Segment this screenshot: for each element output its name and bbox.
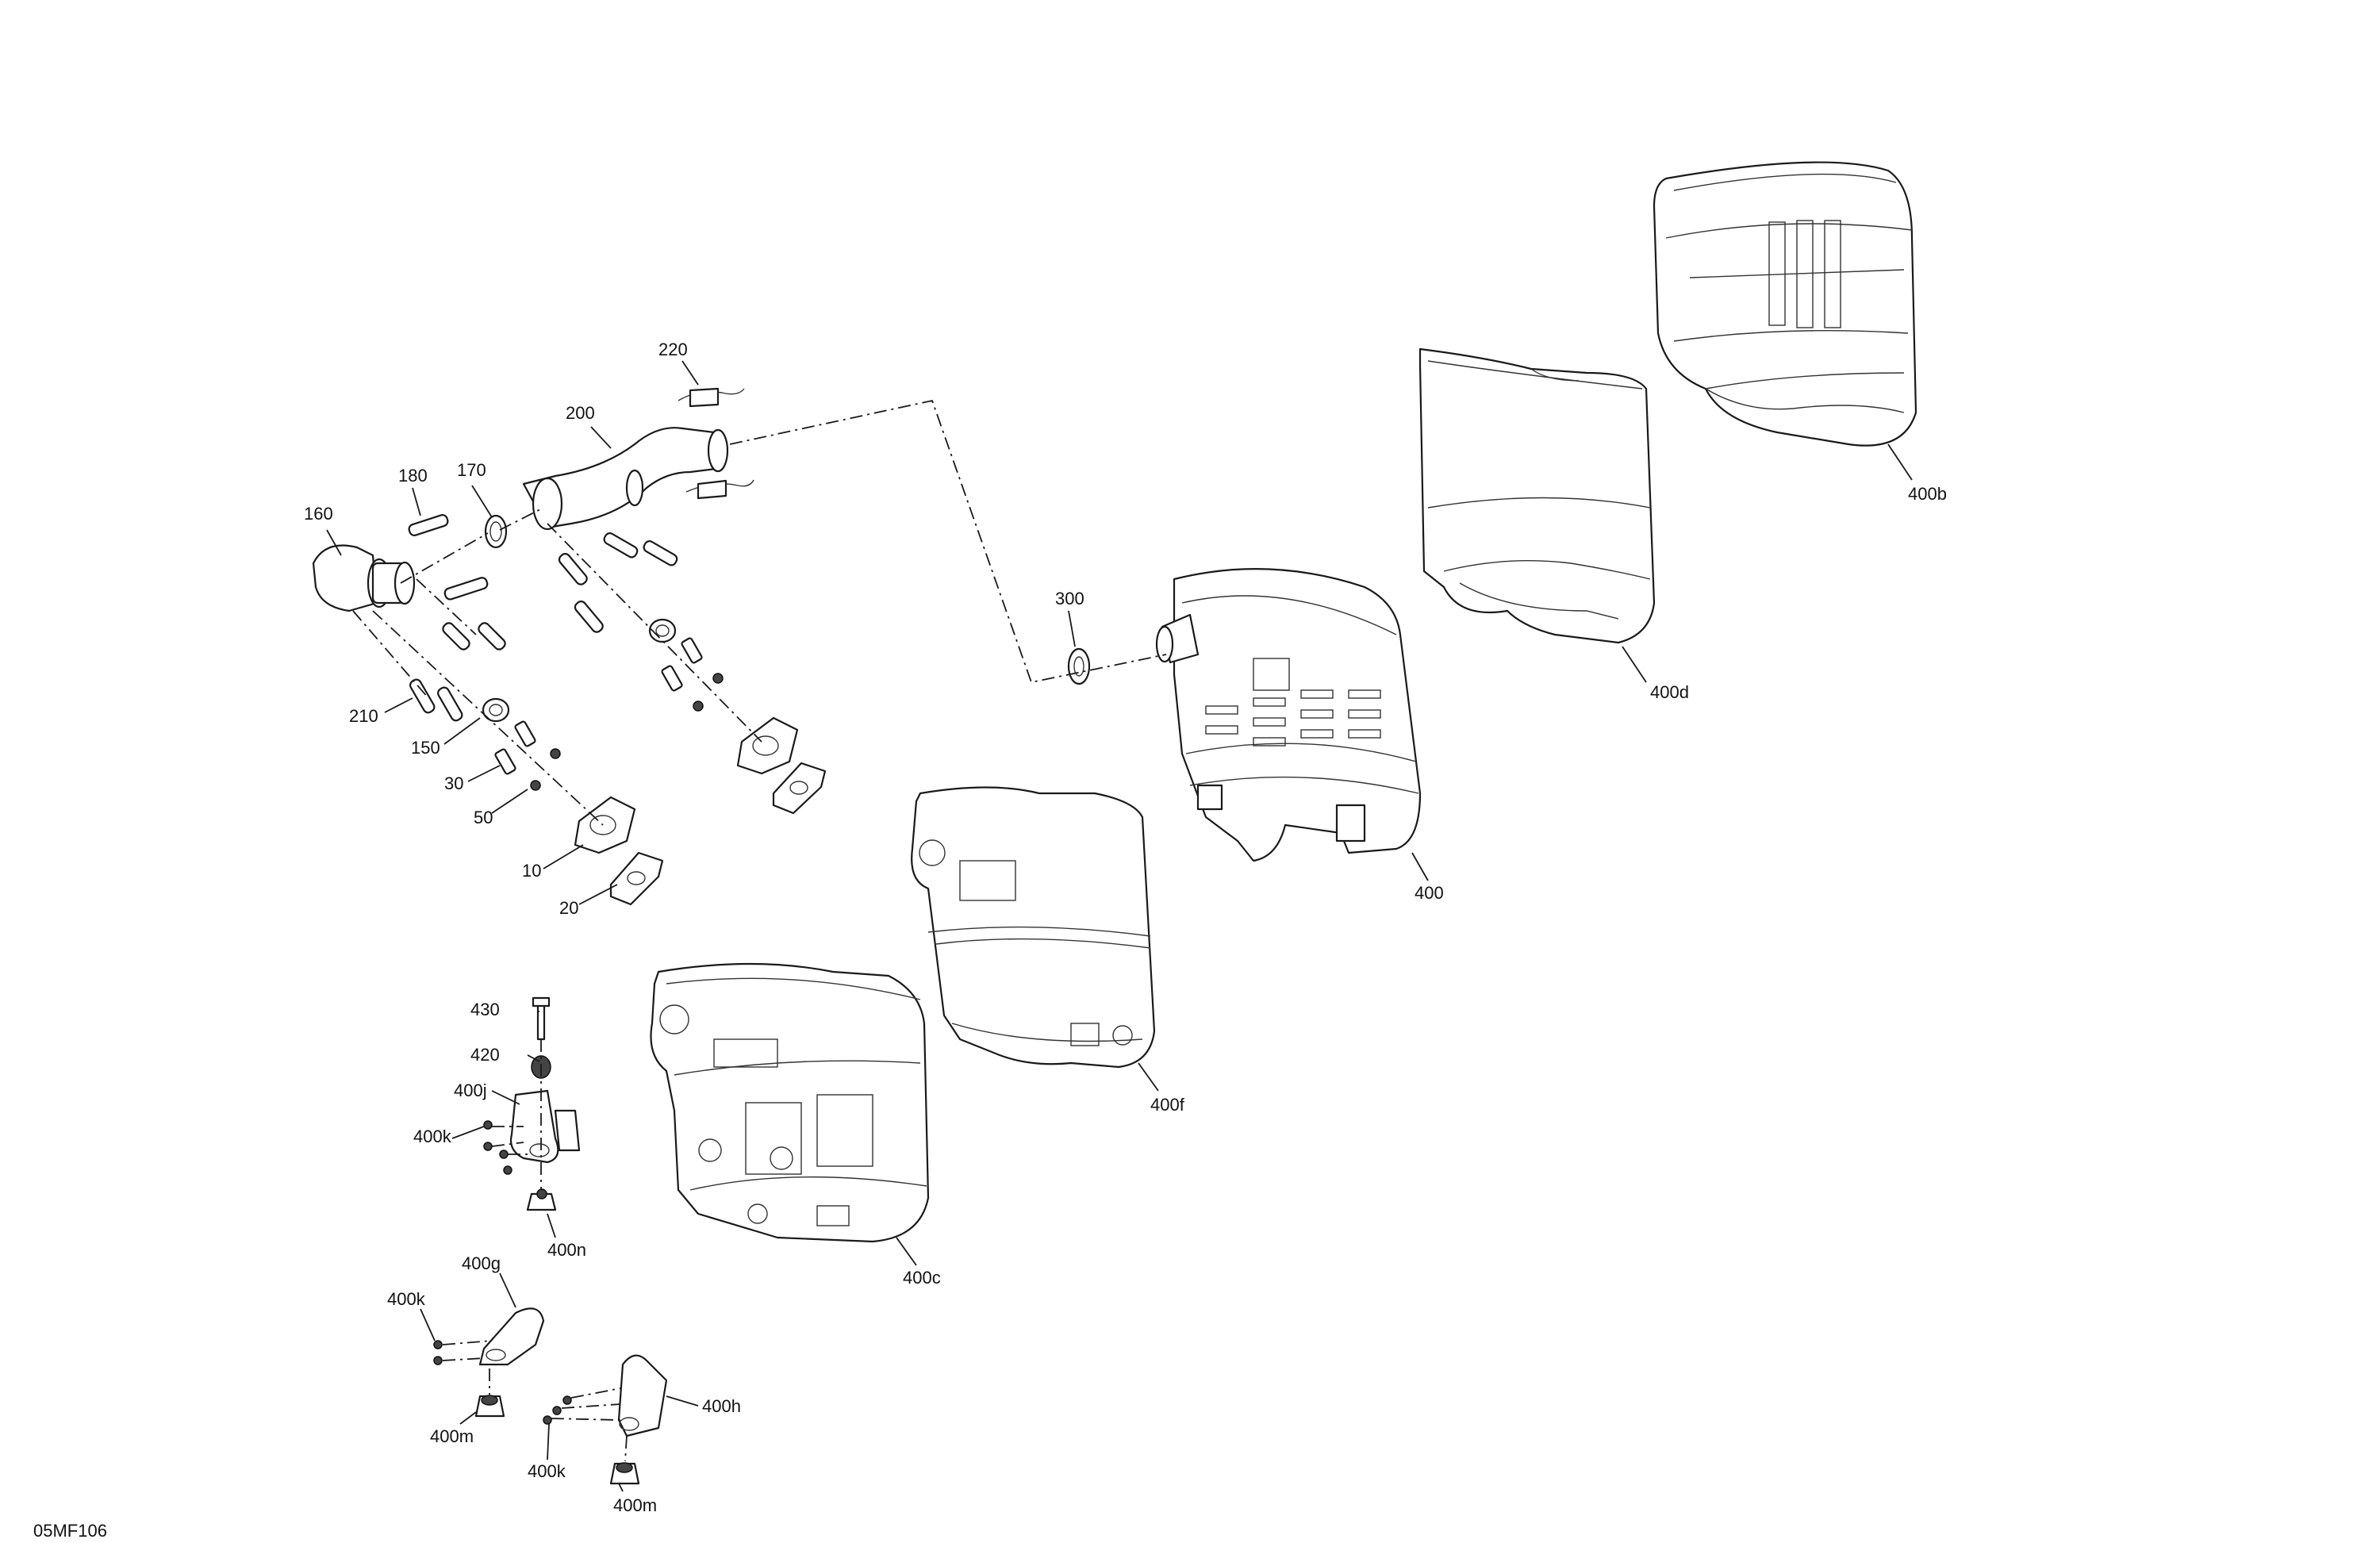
callout-50: 50 <box>474 808 493 827</box>
callout-400b: 400b <box>1908 484 1947 504</box>
callout-400h: 400h <box>702 1396 741 1416</box>
callout-30: 30 <box>444 773 463 793</box>
callout-400d: 400d <box>1650 682 1689 702</box>
screws-400k-lower <box>543 1395 572 1425</box>
gaskets-150 <box>482 618 677 723</box>
assembly-centerlines <box>352 399 1167 1462</box>
exhaust-pipe-200 <box>522 427 729 531</box>
heat-shield-400f <box>911 786 1156 1069</box>
callout-430: 430 <box>470 1000 500 1019</box>
muffler-vent-slots <box>1205 689 1381 747</box>
muffler-400 <box>1155 568 1422 862</box>
callout-150: 150 <box>411 738 440 758</box>
spring-clamps-220 <box>678 387 754 500</box>
screws-400k-middle <box>433 1340 443 1365</box>
bracket-400j <box>509 1089 581 1164</box>
figure-code: 05MF106 <box>33 1521 107 1541</box>
callout-400: 400 <box>1415 883 1444 903</box>
callout-180: 180 <box>398 466 428 486</box>
flange-10 <box>574 716 799 854</box>
bolts-30-50 <box>494 637 724 791</box>
callout-400g: 400g <box>462 1253 501 1273</box>
exhaust-elbow-160 <box>312 544 416 612</box>
callout-400m-lower: 400m <box>613 1495 657 1515</box>
heat-shield-400b <box>1653 161 1917 447</box>
callout-labels: 160 180 170 200 220 210 150 30 50 10 20 … <box>304 340 1947 1515</box>
callout-160: 160 <box>304 504 333 524</box>
callout-220: 220 <box>658 340 688 359</box>
callout-400k-upper: 400k <box>413 1127 452 1146</box>
bracket-400g <box>478 1307 545 1366</box>
callout-200: 200 <box>566 403 595 423</box>
callout-400j: 400j <box>454 1080 487 1100</box>
callout-10: 10 <box>522 861 541 881</box>
gasket-300 <box>1067 647 1091 685</box>
gasket-20 <box>609 762 827 906</box>
mount-400m-middle <box>474 1395 505 1418</box>
callout-400k-lower: 400k <box>528 1461 566 1481</box>
callout-420: 420 <box>470 1045 500 1065</box>
callout-170: 170 <box>457 460 486 480</box>
callout-400n: 400n <box>547 1240 586 1260</box>
mount-400n <box>526 1188 557 1211</box>
callout-300: 300 <box>1055 589 1084 608</box>
springs-180-210 <box>408 514 678 722</box>
gasket-170 <box>484 514 508 549</box>
callout-400f: 400f <box>1150 1095 1185 1115</box>
leader-lines <box>326 360 1913 1492</box>
heat-shield-400d <box>1418 347 1656 644</box>
callout-210: 210 <box>349 706 378 726</box>
callout-20: 20 <box>559 898 578 918</box>
callout-400c: 400c <box>903 1268 941 1288</box>
bracket-400h <box>617 1354 668 1437</box>
mount-400m-lower <box>609 1462 640 1485</box>
bolt-430 <box>532 996 551 1041</box>
callout-400k-middle: 400k <box>387 1289 426 1309</box>
heat-shield-400c <box>650 962 930 1243</box>
screws-400k-upper <box>483 1120 512 1175</box>
callout-400m-middle: 400m <box>430 1426 474 1446</box>
